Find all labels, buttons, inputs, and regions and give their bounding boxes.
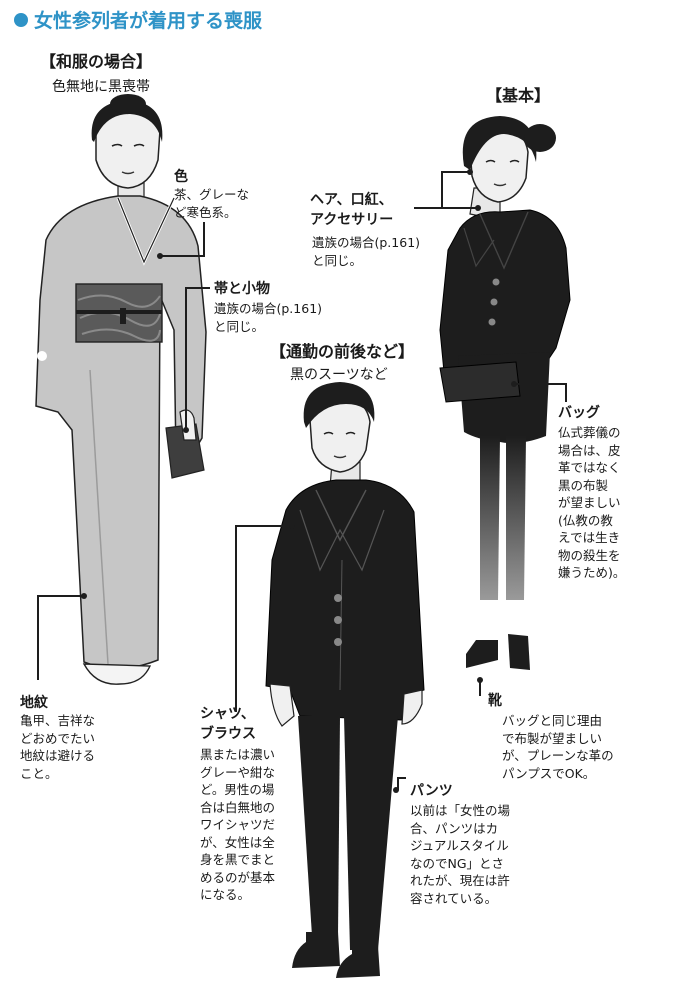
- obi-line: と同じ。: [214, 318, 265, 334]
- bullet-dot-icon: [14, 12, 28, 27]
- shirt-label: シャツ、 ブラウス: [200, 704, 256, 744]
- shirt-line: 黒または濃い: [200, 747, 276, 762]
- shirt-line: ど。男性の場: [200, 782, 275, 797]
- shirt-label-line: ブラウス: [200, 726, 256, 742]
- tsukin-heading: 【通勤の前後など】: [270, 342, 415, 361]
- shirt-line: になる。: [200, 887, 251, 902]
- page-title-text: 女性参列者が着用する喪服: [34, 10, 263, 32]
- pants-label: パンツ: [410, 783, 453, 799]
- iro-label: 色: [174, 169, 188, 185]
- bag-line: 黒の布製: [558, 477, 609, 493]
- pantsuit-figure: [265, 382, 425, 978]
- bag-line: 嫌うため)。: [558, 565, 626, 580]
- leader-dot: [289, 523, 295, 529]
- shirt-line: が、女性は全: [200, 834, 275, 850]
- obi-line: 遺族の場合(p.161): [214, 301, 323, 316]
- kutsu-line: で布製が望ましい: [502, 730, 603, 746]
- page-title: 女性参列者が着用する喪服: [14, 6, 262, 33]
- kihon-heading: 【基本】: [486, 86, 551, 105]
- hair-label-line: ヘア、口紅、: [310, 192, 393, 208]
- chimon-line: 亀甲、吉祥な: [20, 713, 96, 728]
- leader-dot: [477, 677, 483, 683]
- chimon-line: 地紋は避ける: [20, 748, 96, 763]
- obi-description: 遺族の場合(p.161) と同じ。: [214, 300, 322, 335]
- shirt-line: 合は白無地の: [200, 799, 276, 815]
- bag-line: が望ましい: [558, 495, 621, 510]
- bag-line: 仏式葬儀の: [558, 425, 621, 440]
- shirt-line: めるのが基本: [200, 869, 276, 885]
- chimon-line: こと。: [20, 765, 58, 781]
- shirt-line: 身を黒でまと: [200, 852, 276, 867]
- leader-dot: [467, 169, 473, 175]
- leader-dot: [81, 593, 87, 599]
- iro-line: 茶、グレーな: [174, 187, 250, 202]
- bag-line: 場合は、皮: [558, 442, 621, 458]
- bag-line: えでは生き: [558, 530, 621, 545]
- shirt-line: グレーや紺な: [200, 764, 276, 780]
- leader-dot: [393, 787, 399, 793]
- hair-line: と同じ。: [312, 252, 363, 268]
- wafuku-heading: 【和服の場合】: [40, 52, 153, 71]
- kutsu-label: 靴: [488, 693, 502, 709]
- hair-description: 遺族の場合(p.161) と同じ。: [312, 234, 420, 269]
- kutsu-line: パンプスでOK。: [502, 765, 596, 781]
- leader-dot: [511, 381, 517, 387]
- iro-description: 茶、グレーな ど寒色系。: [174, 186, 249, 221]
- obi-label: 帯と小物: [214, 281, 270, 297]
- bag-label: バッグ: [558, 405, 600, 421]
- shirt-description: 黒または濃い グレーや紺な ど。男性の場 合は白無地の ワイシャツだ が、女性は…: [200, 746, 275, 904]
- chimon-line: どおめでたい: [20, 730, 96, 746]
- bag-line: (仏教の教: [558, 512, 613, 528]
- wafuku-subheading: 色無地に黒喪帯: [52, 79, 150, 95]
- bag-description: 仏式葬儀の 場合は、皮 革ではなく 黒の布製 が望ましい (仏教の教 えでは生き…: [558, 424, 625, 582]
- chimon-description: 亀甲、吉祥な どおめでたい 地紋は避ける こと。: [20, 712, 95, 782]
- pants-line: 合、パンツはカ: [410, 820, 499, 836]
- leader-dot: [475, 205, 481, 211]
- pants-line: 容されている。: [410, 890, 498, 906]
- chimon-label: 地紋: [20, 695, 48, 711]
- pants-description: 以前は「女性の場 合、パンツはカ ジュアルスタイル なのでNG」とさ れたが、現…: [410, 802, 510, 907]
- hair-label: ヘア、口紅、 アクセサリー: [310, 190, 393, 230]
- shirt-label-line: シャツ、: [200, 706, 255, 722]
- hair-line: 遺族の場合(p.161): [312, 235, 421, 250]
- leader-dot: [183, 427, 189, 433]
- kutsu-line: バッグと同じ理由: [502, 713, 603, 728]
- tsukin-subheading: 黒のスーツなど: [290, 367, 388, 383]
- shirt-line: ワイシャツだ: [200, 817, 276, 832]
- hair-label-line: アクセサリー: [310, 212, 394, 228]
- pants-line: 以前は「女性の場: [410, 803, 511, 818]
- kutsu-description: バッグと同じ理由 で布製が望ましい が、プレーンな革の パンプスでOK。: [502, 712, 614, 782]
- pants-line: ジュアルスタイル: [410, 838, 509, 853]
- basic-suit-figure: [439, 116, 571, 670]
- iro-line: ど寒色系。: [174, 204, 237, 220]
- bag-line: 革ではなく: [558, 460, 621, 475]
- pants-line: れたが、現在は許: [410, 873, 510, 888]
- leader-dot: [157, 253, 163, 259]
- kimono-figure: [35, 94, 207, 685]
- pants-line: なのでNG」とさ: [410, 855, 505, 871]
- kutsu-line: が、プレーンな革の: [502, 748, 614, 763]
- bag-line: 物の殺生を: [558, 547, 621, 563]
